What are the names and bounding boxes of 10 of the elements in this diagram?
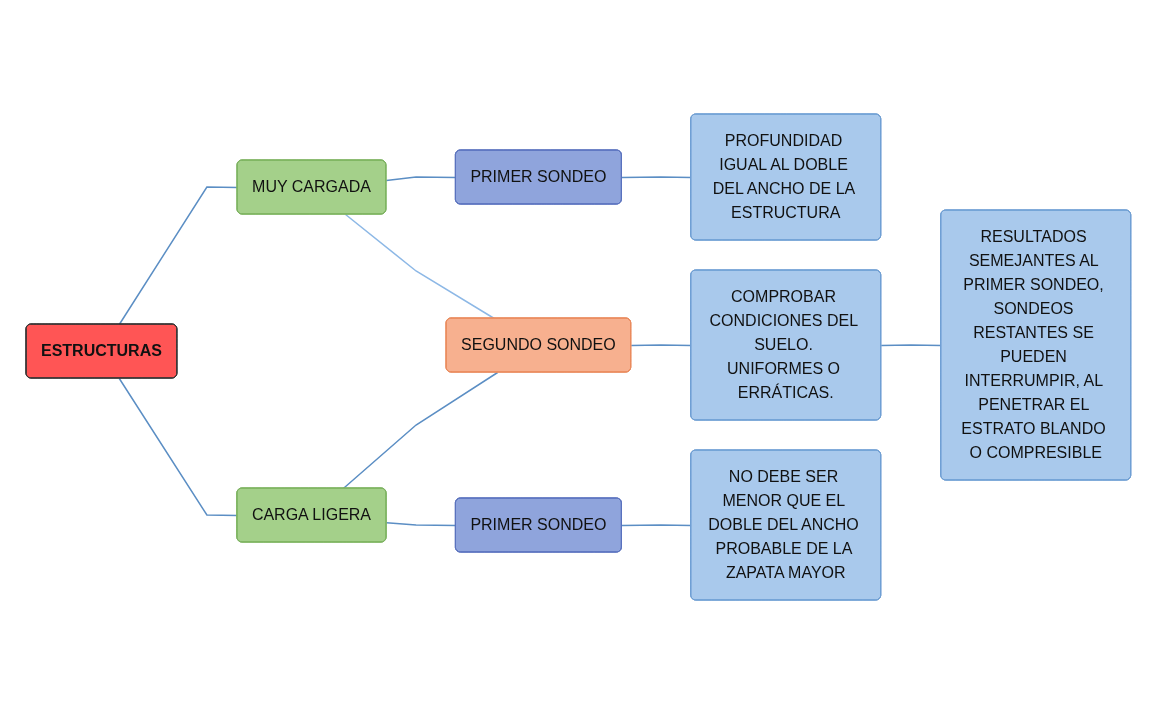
connector — [385, 521, 457, 526]
connector — [385, 175, 457, 181]
connector — [342, 371, 498, 489]
connector — [630, 343, 692, 346]
connector — [118, 377, 238, 516]
connector — [880, 343, 942, 346]
connector — [620, 523, 692, 526]
connector — [344, 213, 495, 319]
connector — [118, 185, 238, 325]
connector — [620, 175, 692, 178]
